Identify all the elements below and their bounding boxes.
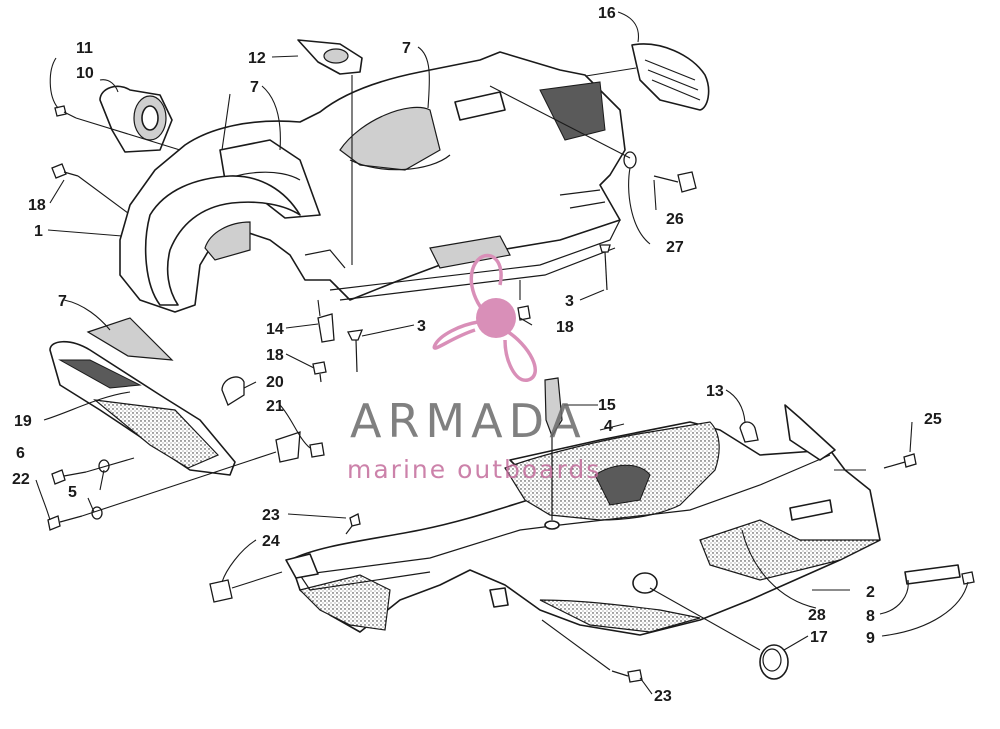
callout-17: 17 bbox=[810, 629, 828, 646]
callout-6: 6 bbox=[16, 445, 25, 462]
callout-26: 26 bbox=[666, 211, 684, 228]
callout-13: 13 bbox=[706, 383, 724, 400]
callout-labels: 1 2 3 3 4 5 6 7 7 7 8 9 10 11 12 13 14 1… bbox=[12, 5, 942, 705]
callout-7-left: 7 bbox=[58, 293, 67, 310]
callout-1: 1 bbox=[34, 223, 43, 240]
callout-3-right: 3 bbox=[565, 293, 574, 310]
drain-cap-part bbox=[759, 644, 789, 680]
callout-10: 10 bbox=[76, 65, 94, 82]
fan-housing-part bbox=[99, 85, 173, 153]
watermark-brand: ARMADA bbox=[350, 394, 587, 448]
callout-28: 28 bbox=[808, 607, 826, 624]
callout-24: 24 bbox=[262, 533, 280, 550]
side-panel-part bbox=[49, 340, 236, 476]
callout-3-center: 3 bbox=[417, 318, 426, 335]
callout-27: 27 bbox=[666, 239, 684, 256]
armada-watermark: ARMADA marine outboards bbox=[347, 253, 601, 484]
callout-7-top: 7 bbox=[250, 79, 259, 96]
callout-8: 8 bbox=[866, 608, 875, 625]
callout-4: 4 bbox=[604, 418, 613, 435]
leader-lines bbox=[35, 11, 969, 695]
callout-18-center: 18 bbox=[266, 347, 284, 364]
propeller-logo-icon bbox=[432, 253, 537, 382]
watermark-tagline: marine outboards bbox=[347, 455, 601, 484]
callout-2: 2 bbox=[866, 584, 875, 601]
callout-20: 20 bbox=[266, 374, 284, 391]
callout-18-right: 18 bbox=[556, 319, 574, 336]
callout-15: 15 bbox=[598, 397, 616, 414]
callout-9: 9 bbox=[866, 630, 875, 647]
callout-12: 12 bbox=[248, 50, 266, 67]
callout-7-right: 7 bbox=[402, 40, 411, 57]
callout-25: 25 bbox=[924, 411, 942, 428]
callout-11: 11 bbox=[76, 40, 93, 57]
callout-21: 21 bbox=[266, 398, 284, 415]
vent-grille-part bbox=[631, 43, 710, 111]
callout-14: 14 bbox=[266, 321, 284, 338]
shield-panel-part bbox=[86, 317, 174, 361]
callout-23-top: 23 bbox=[262, 507, 280, 524]
callout-22: 22 bbox=[12, 471, 30, 488]
callout-23-bottom: 23 bbox=[654, 688, 672, 705]
callout-19: 19 bbox=[14, 413, 32, 430]
callout-16: 16 bbox=[598, 5, 616, 22]
grommet-part bbox=[297, 39, 363, 75]
lower-pan-assembly bbox=[285, 377, 881, 636]
upper-pan-assembly bbox=[119, 51, 626, 313]
id-plate-part bbox=[904, 564, 961, 585]
callout-18-top: 18 bbox=[28, 197, 46, 214]
callout-5: 5 bbox=[68, 484, 77, 501]
